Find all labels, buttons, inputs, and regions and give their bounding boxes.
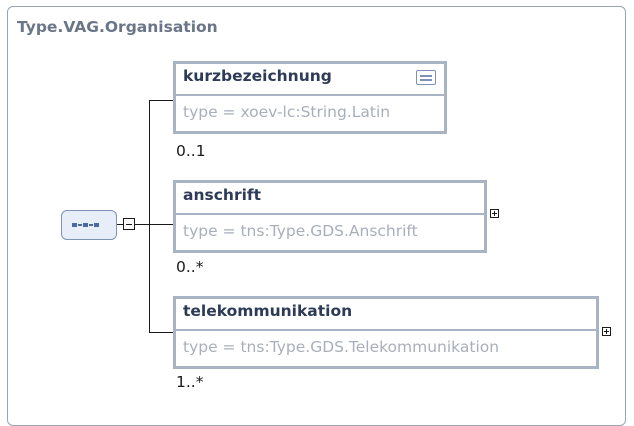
- expand-icon[interactable]: [602, 327, 611, 336]
- connector-line: [149, 100, 173, 101]
- complex-type-title: Type.VAG.Organisation: [17, 18, 218, 36]
- element-divider: [176, 94, 444, 96]
- element-anschrift[interactable]: anschrift type = tns:Type.GDS.Anschrift: [173, 180, 487, 253]
- element-type: type = tns:Type.GDS.Telekommunikation: [183, 338, 500, 356]
- cardinality-label: 0..*: [176, 258, 204, 276]
- connector-bracket: [149, 100, 150, 332]
- element-telekommunikation[interactable]: telekommunikation type = tns:Type.GDS.Te…: [173, 296, 599, 369]
- connector-line: [149, 332, 173, 333]
- element-divider: [176, 329, 596, 331]
- element-divider: [176, 213, 484, 215]
- element-name: telekommunikation: [183, 302, 353, 320]
- cardinality-label: 1..*: [176, 373, 204, 391]
- sequence-dot: [94, 223, 99, 227]
- sequence-compositor-icon[interactable]: [61, 210, 117, 240]
- connector-line: [117, 224, 123, 225]
- connector-line: [135, 224, 149, 225]
- collapse-toggle-icon[interactable]: [123, 218, 135, 230]
- documentation-icon: [416, 70, 436, 85]
- element-kurzbezeichnung[interactable]: kurzbezeichnung type = xoev-lc:String.La…: [173, 61, 447, 134]
- element-name: kurzbezeichnung: [183, 67, 332, 85]
- sequence-dot: [83, 223, 88, 227]
- connector-line: [149, 224, 173, 225]
- sequence-dot: [72, 223, 77, 227]
- element-name: anschrift: [183, 186, 262, 204]
- cardinality-label: 0..1: [176, 142, 206, 160]
- element-type: type = xoev-lc:String.Latin: [183, 103, 391, 121]
- sequence-dash: [89, 224, 93, 226]
- element-type: type = tns:Type.GDS.Anschrift: [183, 222, 418, 240]
- sequence-dash: [78, 224, 82, 226]
- expand-icon[interactable]: [490, 209, 499, 218]
